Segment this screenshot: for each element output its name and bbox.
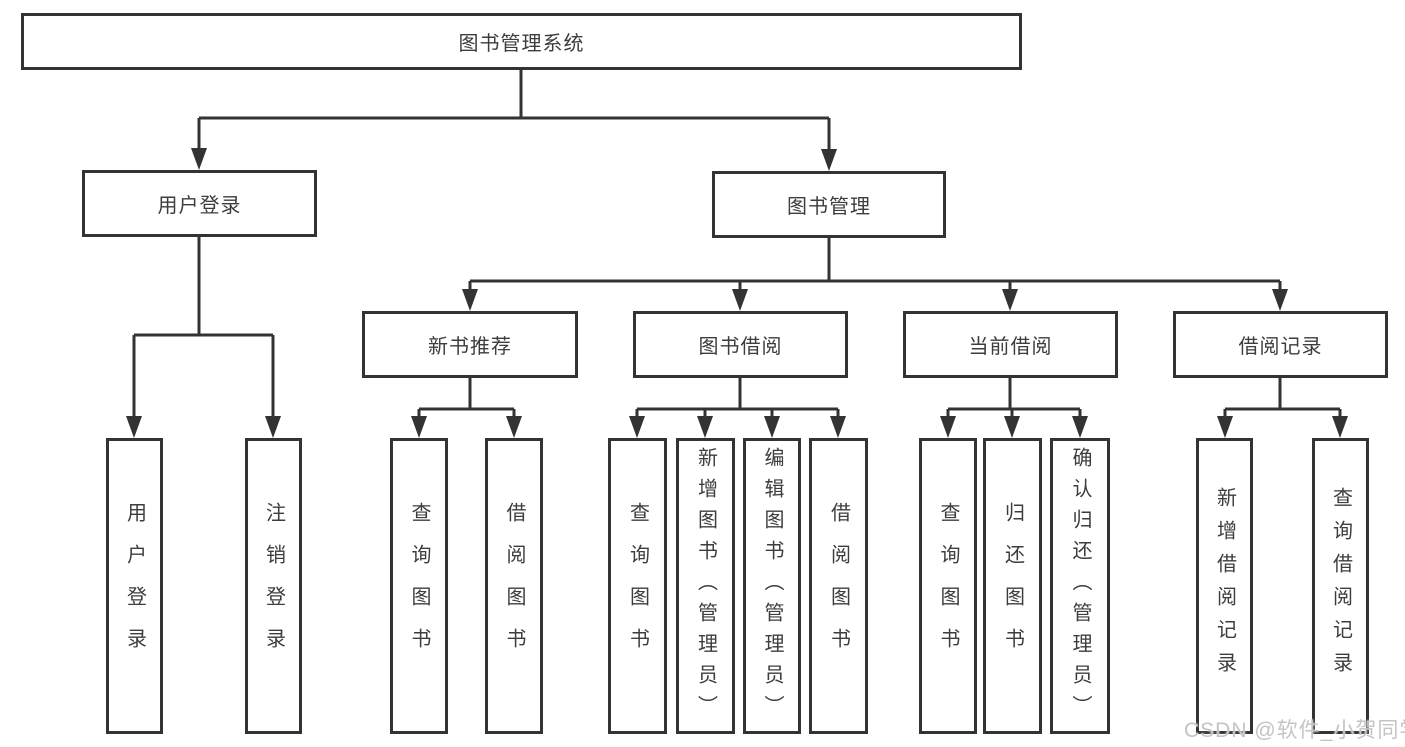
node-label: 图书管理	[787, 196, 871, 218]
node-label: 当前借阅	[968, 336, 1053, 358]
node-book-management: 图书管理	[712, 171, 946, 238]
leaf-borrow-books-recommend: 借阅图书	[485, 438, 543, 734]
node-label: 查询图书	[626, 502, 649, 670]
node-library-system: 图书管理系统	[21, 13, 1022, 70]
node-label: 确认归还（管理员）	[1069, 446, 1091, 726]
node-label: 查询图书	[937, 502, 959, 670]
node-label: 图书管理系统	[458, 33, 585, 55]
leaf-borrow-books: 借阅图书	[809, 438, 868, 734]
node-label: 注销登录	[262, 502, 285, 670]
node-label: 用户登录	[157, 195, 242, 217]
leaf-logout: 注销登录	[245, 438, 302, 734]
watermark-text: CSDN @软件_小贺同学	[1184, 719, 1405, 742]
node-label: 新书推荐	[428, 336, 512, 358]
node-label: 用户登录	[123, 502, 146, 670]
node-current-borrow: 当前借阅	[903, 311, 1118, 378]
leaf-query-borrow-record: 查询借阅记录	[1312, 438, 1369, 734]
leaf-query-books-borrow: 查询图书	[608, 438, 667, 734]
node-label: 借阅记录	[1238, 336, 1323, 358]
node-user-login: 用户登录	[82, 170, 317, 237]
leaf-add-book-admin: 新增图书（管理员）	[676, 438, 735, 734]
node-label: 借阅图书	[503, 502, 525, 670]
node-label: 借阅图书	[827, 502, 850, 670]
node-borrow-records: 借阅记录	[1173, 311, 1388, 378]
node-label: 查询图书	[408, 502, 430, 670]
node-label: 归还图书	[1001, 502, 1024, 670]
leaf-return-book: 归还图书	[983, 438, 1042, 734]
leaf-add-borrow-record: 新增借阅记录	[1196, 438, 1253, 734]
node-label: 新增图书（管理员）	[694, 446, 717, 726]
node-label: 图书借阅	[698, 336, 783, 358]
leaf-confirm-return-admin: 确认归还（管理员）	[1050, 438, 1110, 734]
node-label: 新增借阅记录	[1213, 487, 1236, 685]
leaf-edit-book-admin: 编辑图书（管理员）	[743, 438, 801, 734]
node-label: 查询借阅记录	[1329, 487, 1352, 685]
leaf-query-books-recommend: 查询图书	[390, 438, 448, 734]
node-book-borrow: 图书借阅	[633, 311, 848, 378]
node-label: 编辑图书（管理员）	[761, 446, 783, 726]
node-new-book-recommend: 新书推荐	[362, 311, 578, 378]
leaf-user-login: 用户登录	[106, 438, 163, 734]
leaf-query-books-current: 查询图书	[919, 438, 977, 734]
